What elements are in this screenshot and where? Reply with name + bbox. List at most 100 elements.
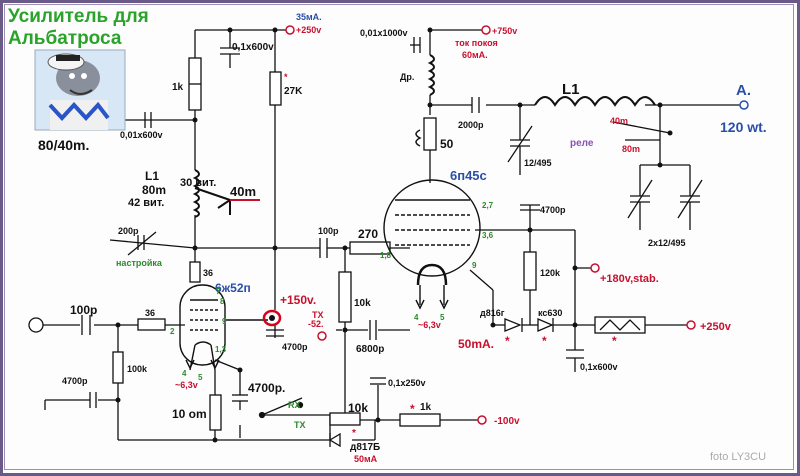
resistor-label: 270 bbox=[358, 227, 378, 241]
idle-current-label: ток покоя bbox=[455, 38, 498, 48]
pin-number: 1,8 bbox=[380, 251, 392, 260]
pin-number: 5 bbox=[198, 373, 203, 382]
cap-label: 4700p bbox=[540, 205, 566, 215]
pin-number: 4 bbox=[182, 369, 187, 378]
choke-label: Др. bbox=[400, 72, 414, 82]
terminal-180v bbox=[590, 263, 600, 273]
resistor-label: 10 om bbox=[172, 407, 207, 421]
resistor-120k bbox=[523, 251, 537, 291]
svg-text:*: * bbox=[352, 428, 356, 439]
heater-label: ~6,3v bbox=[175, 380, 198, 390]
terminal-750v bbox=[481, 25, 491, 35]
resistor-label: 1k bbox=[420, 402, 432, 413]
photo-credit: foto LY3CU bbox=[710, 451, 766, 463]
cap-label: 0,1x600v bbox=[580, 362, 618, 372]
cap-label: 4700p. bbox=[248, 381, 285, 395]
resistor-label: 50 bbox=[440, 137, 454, 151]
bands-label: 80/40m. bbox=[38, 137, 89, 153]
cap-label: 0,01x1000v bbox=[360, 28, 408, 38]
zener-label: кс630 bbox=[538, 308, 562, 318]
current-label: 60мА. bbox=[462, 50, 488, 60]
zener-label: д817Б bbox=[350, 442, 380, 453]
pin-number: 2,7 bbox=[482, 201, 494, 210]
pin-number: 5 bbox=[440, 313, 445, 322]
resistor-label: 120k bbox=[540, 268, 561, 278]
rx-tx-switch bbox=[258, 397, 304, 419]
voltage-label: +250v bbox=[296, 25, 321, 35]
test-point-150v bbox=[262, 309, 282, 327]
output-coil-label: L1 bbox=[562, 81, 580, 98]
coil-l1-output bbox=[534, 96, 656, 107]
albatross-cartoon-image bbox=[34, 49, 126, 131]
coil-label: 42 вит. bbox=[128, 197, 164, 209]
wires bbox=[42, 29, 740, 441]
coil-l1-input bbox=[192, 169, 200, 218]
svg-text:*: * bbox=[542, 334, 547, 348]
tap-label: 80m bbox=[622, 144, 640, 154]
tx-label: TX bbox=[294, 420, 306, 430]
current-label: 50мА bbox=[354, 454, 378, 464]
pin-number: 1,3 bbox=[215, 345, 227, 354]
cap-label: 12/495 bbox=[524, 158, 552, 168]
cap-label: 2000p bbox=[458, 120, 484, 130]
terminal-neg52 bbox=[317, 331, 327, 341]
resistor-270 bbox=[349, 241, 391, 255]
resistor-power bbox=[594, 316, 646, 334]
cap-label: 2x12/495 bbox=[648, 238, 686, 248]
tuning-label: настройка bbox=[116, 258, 163, 268]
resistor-label: 36 bbox=[203, 268, 213, 278]
resistor-label: 36 bbox=[145, 308, 155, 318]
svg-text:*: * bbox=[410, 402, 415, 416]
voltage-label: +750v bbox=[492, 26, 517, 36]
resistor-10om bbox=[209, 394, 222, 431]
coils bbox=[192, 54, 656, 218]
tube2-label: 6п45с bbox=[450, 168, 487, 183]
coil-label: 30 вит. bbox=[180, 177, 216, 189]
labels: Усилитель для Альбатроса 80/40m. foto LY… bbox=[8, 6, 767, 464]
coil-label: L1 bbox=[145, 169, 159, 183]
potentiometer-10k bbox=[329, 412, 361, 426]
tube-6zh52p bbox=[179, 284, 226, 366]
rx-label: RX bbox=[288, 400, 301, 410]
svg-text:*: * bbox=[612, 334, 617, 348]
svg-text:*: * bbox=[505, 334, 510, 348]
tubes bbox=[179, 179, 481, 371]
terminal-neg100 bbox=[477, 415, 487, 425]
pin-number: 9 bbox=[222, 317, 227, 326]
antenna-label: A. bbox=[736, 82, 751, 99]
resistor-50 bbox=[423, 117, 437, 151]
resistor-label: 27K bbox=[284, 86, 303, 97]
pin-number: 3,6 bbox=[482, 231, 494, 240]
tube-6p45s bbox=[383, 179, 481, 277]
heater-label: ~6,3v bbox=[418, 320, 441, 330]
cap-label: 0,1x250v bbox=[388, 378, 426, 388]
components bbox=[81, 37, 703, 448]
relay-label: реле bbox=[570, 138, 594, 149]
voltage-label: +150v. bbox=[280, 293, 316, 307]
title-line-2: Альбатроса bbox=[8, 28, 122, 49]
pin-number: 2 bbox=[170, 327, 175, 336]
power-output-label: 120 wt. bbox=[720, 119, 767, 135]
title-line-1: Усилитель для bbox=[8, 6, 149, 27]
resistor-1k-bottom bbox=[399, 413, 441, 427]
current-label: 35мА. bbox=[296, 12, 322, 22]
cap-label: 100p bbox=[70, 303, 97, 317]
input-connector bbox=[28, 317, 44, 333]
cap-label: 200p bbox=[118, 226, 139, 236]
terminals bbox=[285, 25, 696, 425]
zener-label: д816г bbox=[480, 308, 505, 318]
pin-number: 9 bbox=[472, 261, 477, 270]
coil-label: 80m bbox=[142, 183, 166, 197]
tube1-label: 6ж52п bbox=[215, 281, 251, 295]
voltage-label: +180v,stab. bbox=[600, 273, 659, 285]
resistor-27k bbox=[269, 71, 282, 106]
antenna-terminal bbox=[739, 100, 749, 110]
voltage-label: -100v bbox=[494, 416, 520, 427]
svg-text:*: * bbox=[284, 72, 288, 82]
diagram-inner-frame bbox=[4, 4, 794, 470]
resistor-label: 1k bbox=[172, 82, 184, 93]
resistor-36-input bbox=[137, 318, 166, 331]
band-40m-label: 40m bbox=[230, 184, 256, 199]
pin-number: 7 bbox=[216, 287, 221, 296]
